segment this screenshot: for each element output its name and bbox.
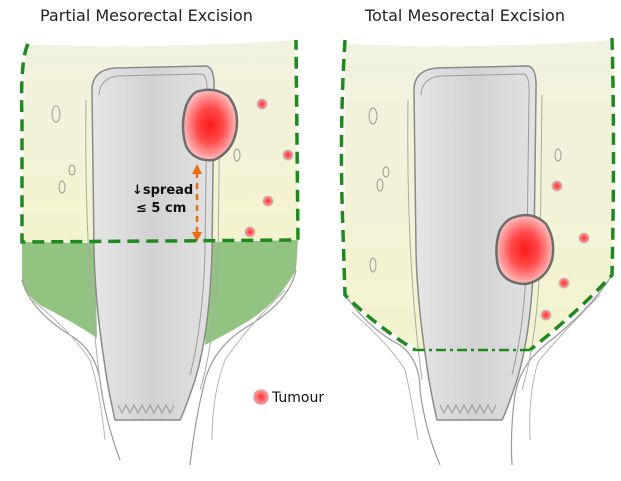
lymph-node xyxy=(559,278,569,288)
tumour-legend-icon xyxy=(254,390,268,404)
lymph-node xyxy=(552,181,562,191)
lymph-node xyxy=(283,150,293,160)
primary-tumour-right xyxy=(496,215,553,284)
legend: Tumour xyxy=(254,390,324,406)
lymph-node xyxy=(263,196,273,206)
primary-tumour-left xyxy=(183,90,237,160)
spread-label-line1: ↓spread xyxy=(132,183,193,198)
total-excision-panel xyxy=(341,38,613,465)
resected-mesorectum-right-flank xyxy=(205,240,298,345)
tumour-legend-label: Tumour xyxy=(271,390,324,406)
lymph-node xyxy=(245,227,255,237)
lymph-node xyxy=(579,233,589,243)
spread-label-line2: ≤ 5 cm xyxy=(136,201,186,216)
lymph-node xyxy=(257,99,267,109)
lymph-node xyxy=(541,310,551,320)
